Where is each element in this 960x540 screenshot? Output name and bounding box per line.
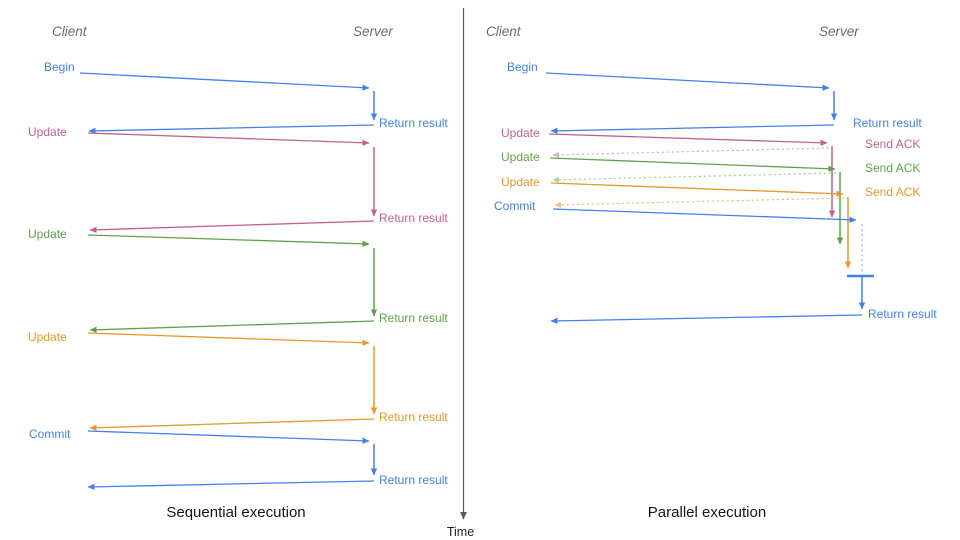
left-update3-return-arrow bbox=[89, 418, 375, 431]
left-begin-label: Begin bbox=[44, 60, 75, 74]
left-update1-request-arrow bbox=[87, 132, 370, 146]
right-caption: Parallel execution bbox=[648, 504, 766, 521]
right-update3-ack-arrow bbox=[554, 197, 845, 208]
right-update3-request-arrow bbox=[550, 182, 844, 197]
left-message-update1: Update Return result bbox=[28, 125, 448, 233]
right-begin-request-arrow bbox=[545, 72, 830, 91]
right-message-update2: Update Send ACK bbox=[501, 150, 920, 245]
right-begin-return-label: Return result bbox=[853, 116, 922, 130]
left-commit-request-arrow bbox=[87, 430, 370, 444]
panel-parallel: Client Server Begin Return result Update… bbox=[486, 24, 937, 521]
left-update1-return-arrow bbox=[89, 220, 375, 233]
left-server-header: Server bbox=[353, 24, 393, 39]
left-update2-request-arrow bbox=[87, 234, 370, 247]
left-message-commit: Commit Return result bbox=[29, 427, 448, 491]
left-update2-label: Update bbox=[28, 227, 67, 241]
left-update1-return-label: Return result bbox=[379, 211, 448, 225]
right-update3-ack-label: Send ACK bbox=[865, 185, 920, 199]
time-axis-label: Time bbox=[447, 525, 474, 539]
right-commit-label: Commit bbox=[494, 199, 536, 213]
right-update2-ack-arrow bbox=[552, 172, 837, 183]
right-client-header: Client bbox=[486, 24, 522, 39]
left-begin-return-label: Return result bbox=[379, 116, 448, 130]
right-commit-request-arrow bbox=[552, 208, 857, 223]
right-begin-label: Begin bbox=[507, 60, 538, 74]
right-message-commit: Commit Return result bbox=[494, 199, 937, 325]
right-final-return-arrow bbox=[550, 314, 863, 325]
left-commit-return-label: Return result bbox=[379, 473, 448, 487]
right-final-return-label: Return result bbox=[868, 307, 937, 321]
right-update1-request-arrow bbox=[548, 133, 828, 146]
left-update2-return-arrow bbox=[89, 320, 375, 333]
right-update1-label: Update bbox=[501, 126, 540, 140]
left-caption: Sequential execution bbox=[166, 504, 305, 521]
time-axis: Time bbox=[447, 8, 474, 539]
left-begin-return-arrow bbox=[88, 124, 375, 135]
left-begin-request-arrow bbox=[79, 72, 370, 91]
panel-sequential: Client Server Begin Return result Update… bbox=[28, 24, 448, 521]
left-client-header: Client bbox=[52, 24, 88, 39]
right-message-begin: Begin Return result bbox=[507, 60, 922, 135]
right-update1-ack-arrow bbox=[552, 147, 830, 158]
left-update1-label: Update bbox=[28, 125, 67, 139]
right-update2-request-arrow bbox=[549, 157, 836, 172]
right-update1-ack-label: Send ACK bbox=[865, 137, 920, 151]
left-update3-label: Update bbox=[28, 330, 67, 344]
right-update3-label: Update bbox=[501, 175, 540, 189]
left-commit-return-arrow bbox=[87, 480, 375, 491]
right-message-update3: Update Send ACK bbox=[501, 175, 920, 269]
left-message-update3: Update Return result bbox=[28, 330, 448, 431]
left-update3-request-arrow bbox=[87, 332, 370, 346]
left-update2-return-label: Return result bbox=[379, 311, 448, 325]
left-message-begin: Begin Return result bbox=[44, 60, 448, 135]
left-message-update2: Update Return result bbox=[28, 227, 448, 333]
right-update2-ack-label: Send ACK bbox=[865, 161, 920, 175]
right-server-header: Server bbox=[819, 24, 859, 39]
right-update2-label: Update bbox=[501, 150, 540, 164]
left-update3-return-label: Return result bbox=[379, 410, 448, 424]
right-begin-return-arrow bbox=[550, 124, 835, 135]
left-commit-label: Commit bbox=[29, 427, 71, 441]
right-message-update1: Update Send ACK bbox=[501, 126, 920, 218]
